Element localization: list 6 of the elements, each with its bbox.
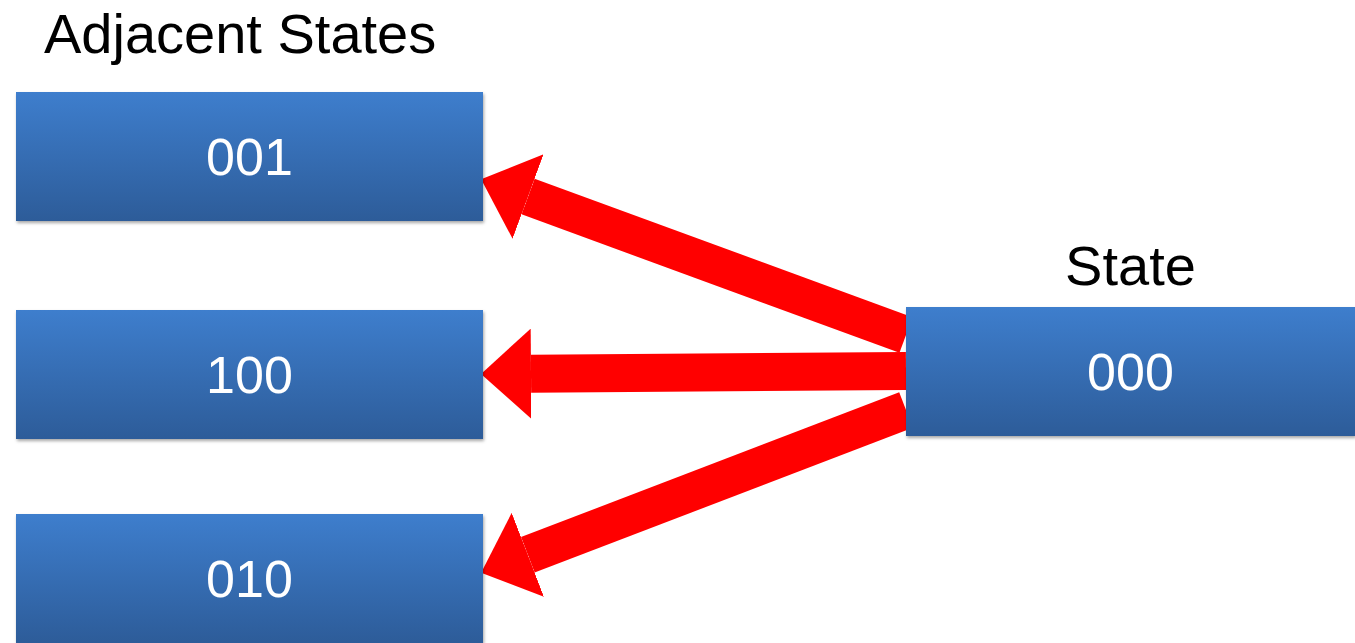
state-box: 010 [16, 514, 483, 643]
state-box: 000 [906, 307, 1355, 436]
state-box: 001 [16, 92, 483, 221]
box-heading: State [1064, 238, 1197, 294]
state-box: 100 [16, 310, 483, 439]
column-heading: Adjacent States [44, 2, 437, 67]
